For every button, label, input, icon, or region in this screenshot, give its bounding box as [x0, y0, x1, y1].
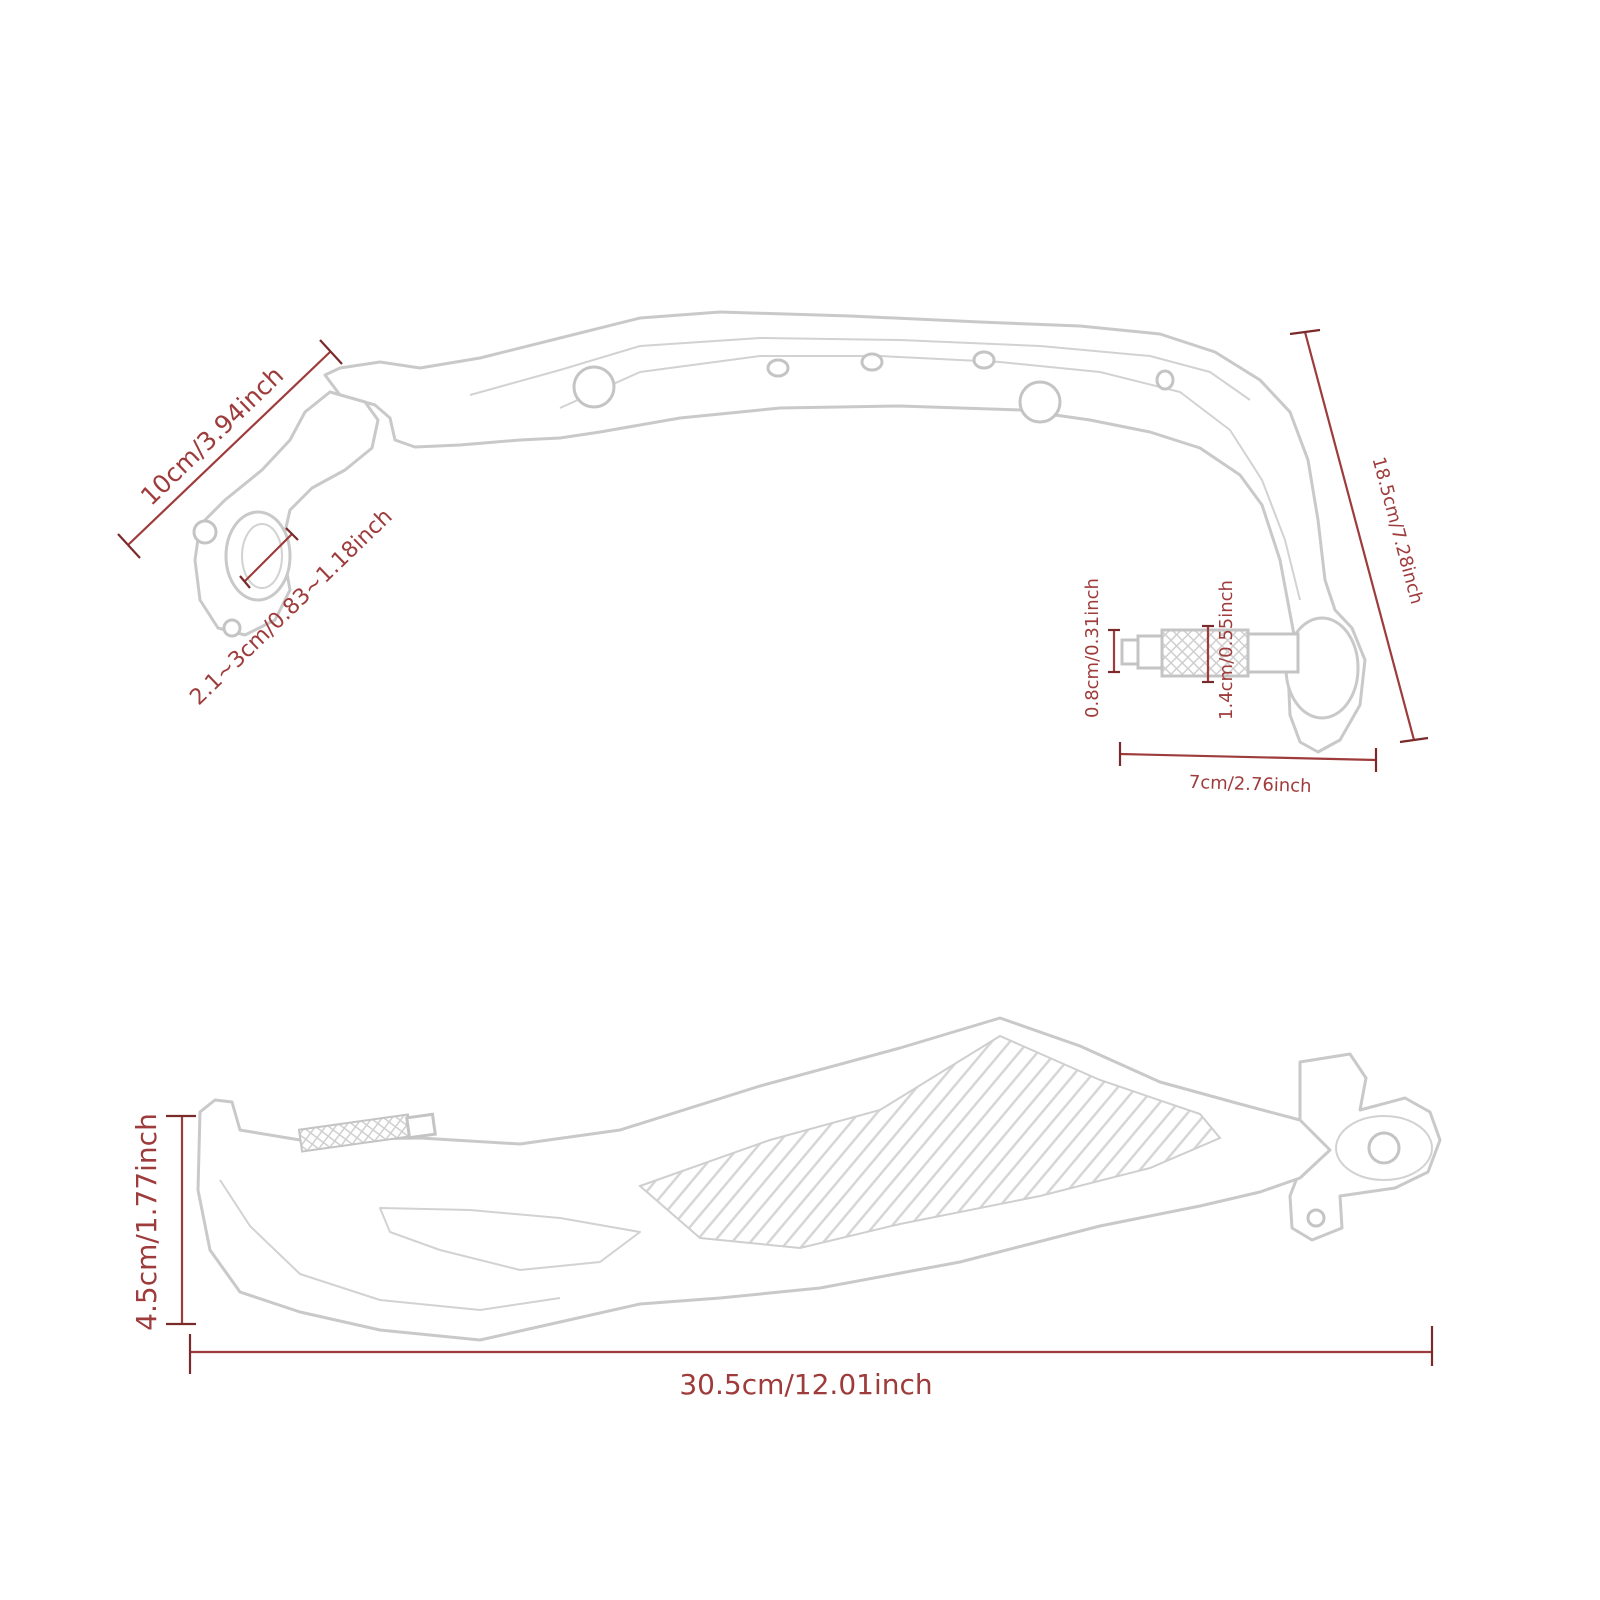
bar-hole-2 — [860, 352, 884, 372]
bar-hole-4 — [1155, 369, 1175, 391]
shield-mount-plate — [1335, 1115, 1433, 1181]
lower-shield — [196, 1016, 1442, 1342]
upper-bar-rib — [559, 355, 1301, 601]
bolt-shaft — [1136, 634, 1164, 670]
mount-stud-left — [572, 365, 616, 409]
clamp-bolt-top — [192, 519, 218, 545]
dim-bolt-small: 0.8cm/0.31inch — [1082, 578, 1120, 718]
dim-label-guard-length: 30.5cm/12.01inch — [679, 1368, 932, 1401]
dim-label-guard-width: 4.5cm/1.77inch — [130, 1113, 163, 1331]
upper-bar-rib-2 — [469, 337, 1251, 401]
dim-label-bolt-large: 1.4cm/0.55inch — [1216, 580, 1237, 720]
mount-stud-right — [1018, 380, 1062, 424]
bar-hole-1 — [766, 358, 790, 378]
upper-bar-outline — [323, 310, 1367, 754]
dim-label-guard-height: 18.5cm/7.28inch — [1368, 455, 1427, 607]
shield-tab-hole — [1306, 1208, 1326, 1228]
shield-mount-tab — [1288, 1052, 1442, 1242]
shield-carbon-panel — [638, 1034, 1222, 1250]
dim-label-bolt-length: 7cm/2.76inch — [1188, 772, 1311, 797]
shield-mount-bolt — [1367, 1131, 1401, 1165]
bar-hole-3 — [972, 350, 996, 370]
dim-bolt-large: 1.4cm/0.55inch — [1202, 580, 1237, 720]
clamp-bolt-bottom — [222, 618, 242, 638]
upper-bracket — [192, 310, 1367, 754]
shield-vent — [379, 1207, 641, 1271]
dim-guard-width: 4.5cm/1.77inch — [130, 1113, 196, 1331]
dim-guard-length: 30.5cm/12.01inch — [188, 1326, 1434, 1401]
bolt-mesh-sleeve — [1160, 628, 1250, 678]
shield-bolt-head — [405, 1112, 437, 1140]
bolt-tip — [1120, 638, 1140, 666]
dim-bolt-length: 7cm/2.76inch — [1118, 742, 1378, 797]
bar-end-bolt — [1120, 628, 1300, 678]
shield-inner-edge — [219, 1179, 561, 1311]
clamp-ring-inner — [241, 523, 283, 589]
dim-label-bolt-small: 0.8cm/0.31inch — [1082, 578, 1103, 718]
bolt-sleeve-cap — [1246, 632, 1300, 674]
